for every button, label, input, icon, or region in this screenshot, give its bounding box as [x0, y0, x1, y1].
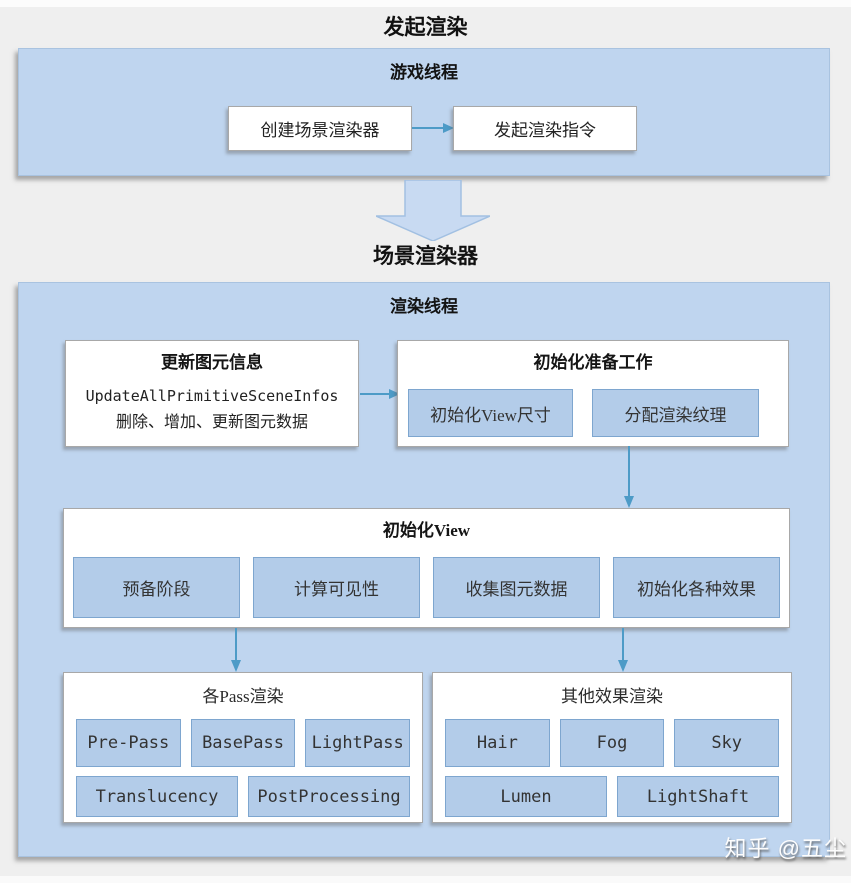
task-init-effects: 初始化各种效果: [613, 557, 780, 618]
block-arrow-down-icon: [376, 180, 490, 241]
pass-row-1: Pre-Pass BasePass LightPass: [64, 719, 422, 767]
step-issue-render-command: 发起渲染指令: [453, 106, 637, 151]
init-view-tasks-row: 预备阶段 计算可见性 收集图元数据 初始化各种效果: [64, 557, 789, 618]
watermark: 知乎 @五尘: [724, 836, 847, 861]
init-prep-box: 初始化准备工作 初始化View尺寸 分配渲染纹理: [397, 340, 789, 447]
arrow-down-icon: [231, 628, 241, 672]
effects-row-2: Lumen LightShaft: [433, 776, 791, 817]
effect-lightshaft: LightShaft: [617, 776, 779, 817]
arrow-down-icon: [624, 446, 634, 508]
task-collect-primitive-data: 收集图元数据: [433, 557, 600, 618]
pass-render-title: 各Pass渲染: [202, 687, 284, 706]
arrow-right-icon: [360, 389, 400, 399]
game-thread-title: 游戏线程: [390, 63, 458, 82]
render-thread-title: 渲染线程: [390, 297, 458, 316]
page-top-margin: [0, 0, 851, 7]
page-bottom-margin: [0, 876, 851, 883]
pass-row-2: Translucency PostProcessing: [64, 776, 422, 817]
update-primitives-function: UpdateAllPrimitiveSceneInfos: [85, 387, 339, 405]
update-primitives-title: 更新图元信息: [161, 353, 263, 372]
arrow-down-icon: [618, 628, 628, 672]
task-prepare-stage: 预备阶段: [73, 557, 240, 618]
other-effects-title: 其他效果渲染: [561, 687, 663, 706]
page-title-initiate-render: 发起渲染: [383, 15, 468, 39]
other-effects-box: 其他效果渲染 Hair Fog Sky Lumen LightShaft: [432, 672, 792, 823]
pass-pre-pass: Pre-Pass: [76, 719, 181, 767]
pass-render-box: 各Pass渲染 Pre-Pass BasePass LightPass Tran…: [63, 672, 423, 823]
pass-translucency: Translucency: [76, 776, 238, 817]
init-prep-title: 初始化准备工作: [533, 353, 653, 372]
task-init-view-size: 初始化View尺寸: [408, 389, 573, 437]
arrow-right-icon: [412, 123, 454, 133]
game-thread-panel: 游戏线程 创建场景渲染器 发起渲染指令: [18, 48, 830, 176]
task-alloc-render-texture: 分配渲染纹理: [592, 389, 759, 437]
effect-hair: Hair: [445, 719, 550, 767]
init-view-box: 初始化View 预备阶段 计算可见性 收集图元数据 初始化各种效果: [63, 508, 790, 628]
update-primitives-desc: 删除、增加、更新图元数据: [115, 414, 308, 431]
task-compute-visibility: 计算可见性: [253, 557, 420, 618]
step-create-scene-renderer: 创建场景渲染器: [228, 106, 412, 151]
effect-sky: Sky: [674, 719, 780, 767]
effect-fog: Fog: [559, 719, 665, 767]
render-thread-panel: 渲染线程 更新图元信息 UpdateAllPrimitiveSceneInfos…: [18, 282, 830, 857]
effect-lumen: Lumen: [445, 776, 607, 817]
page-title-scene-renderer: 场景渲染器: [373, 244, 478, 268]
init-view-title: 初始化View: [382, 521, 471, 540]
update-primitives-box: 更新图元信息 UpdateAllPrimitiveSceneInfos 删除、增…: [65, 340, 359, 447]
pass-postprocessing: PostProcessing: [248, 776, 410, 817]
pass-base-pass: BasePass: [190, 719, 296, 767]
effects-row-1: Hair Fog Sky: [433, 719, 791, 767]
pass-light-pass: LightPass: [305, 719, 411, 767]
